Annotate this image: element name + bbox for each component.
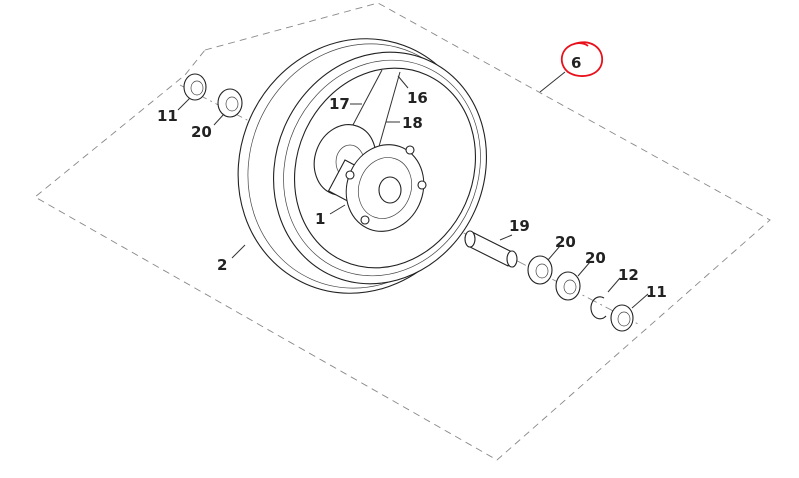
label-rim: 2 — [217, 256, 227, 274]
label-hub: 1 — [315, 210, 325, 228]
seal-left — [183, 73, 207, 101]
label-spoke-18: 18 — [402, 114, 423, 132]
circlip — [590, 296, 607, 320]
label-bearing-right-1: 20 — [555, 233, 576, 251]
label-spoke-17: 17 — [329, 95, 350, 113]
label-bearing-left: 20 — [191, 123, 212, 141]
label-seal-right: 11 — [646, 283, 667, 301]
label-spoke-nipple: 16 — [407, 89, 428, 107]
hub — [313, 124, 427, 232]
label-seal-left: 11 — [157, 107, 178, 125]
label-circlip: 12 — [618, 266, 639, 284]
label-axle-spacer: 19 — [509, 217, 530, 235]
highlight-circle — [560, 41, 603, 77]
axle-spacer — [464, 230, 518, 268]
bearing-left — [217, 88, 243, 118]
label-assembly: 6 — [571, 54, 581, 72]
bearing-right-1 — [527, 255, 553, 285]
seal-right — [610, 304, 634, 332]
assembly-boundary — [34, 2, 771, 461]
label-bearing-right-2: 20 — [585, 249, 606, 267]
bearing-right-2 — [555, 271, 581, 301]
leader-lines — [177, 71, 649, 309]
